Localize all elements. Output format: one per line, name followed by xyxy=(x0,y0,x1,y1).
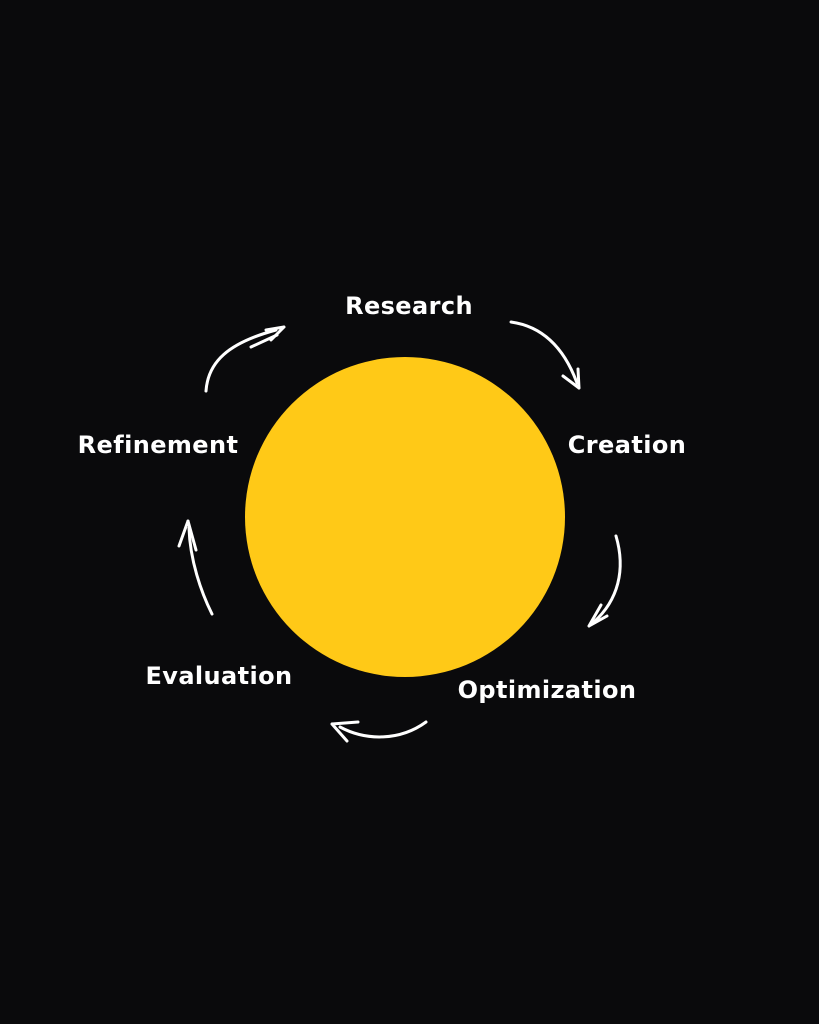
stage-label-creation: Creation xyxy=(567,431,687,459)
arrow-creation-to-optimization-icon xyxy=(587,534,622,628)
stage-label-refinement: Refinement xyxy=(77,431,239,459)
stage-label-optimization: Optimization xyxy=(457,676,637,704)
arrow-refinement-to-research-icon xyxy=(204,325,286,393)
arrow-research-to-creation-icon xyxy=(509,320,581,390)
stage-label-evaluation: Evaluation xyxy=(145,662,293,690)
cycle-circle xyxy=(245,357,565,677)
stage-label-research: Research xyxy=(345,292,473,320)
arrow-evaluation-to-refinement-icon xyxy=(177,519,214,616)
arrow-optimization-to-evaluation-icon xyxy=(330,720,428,743)
